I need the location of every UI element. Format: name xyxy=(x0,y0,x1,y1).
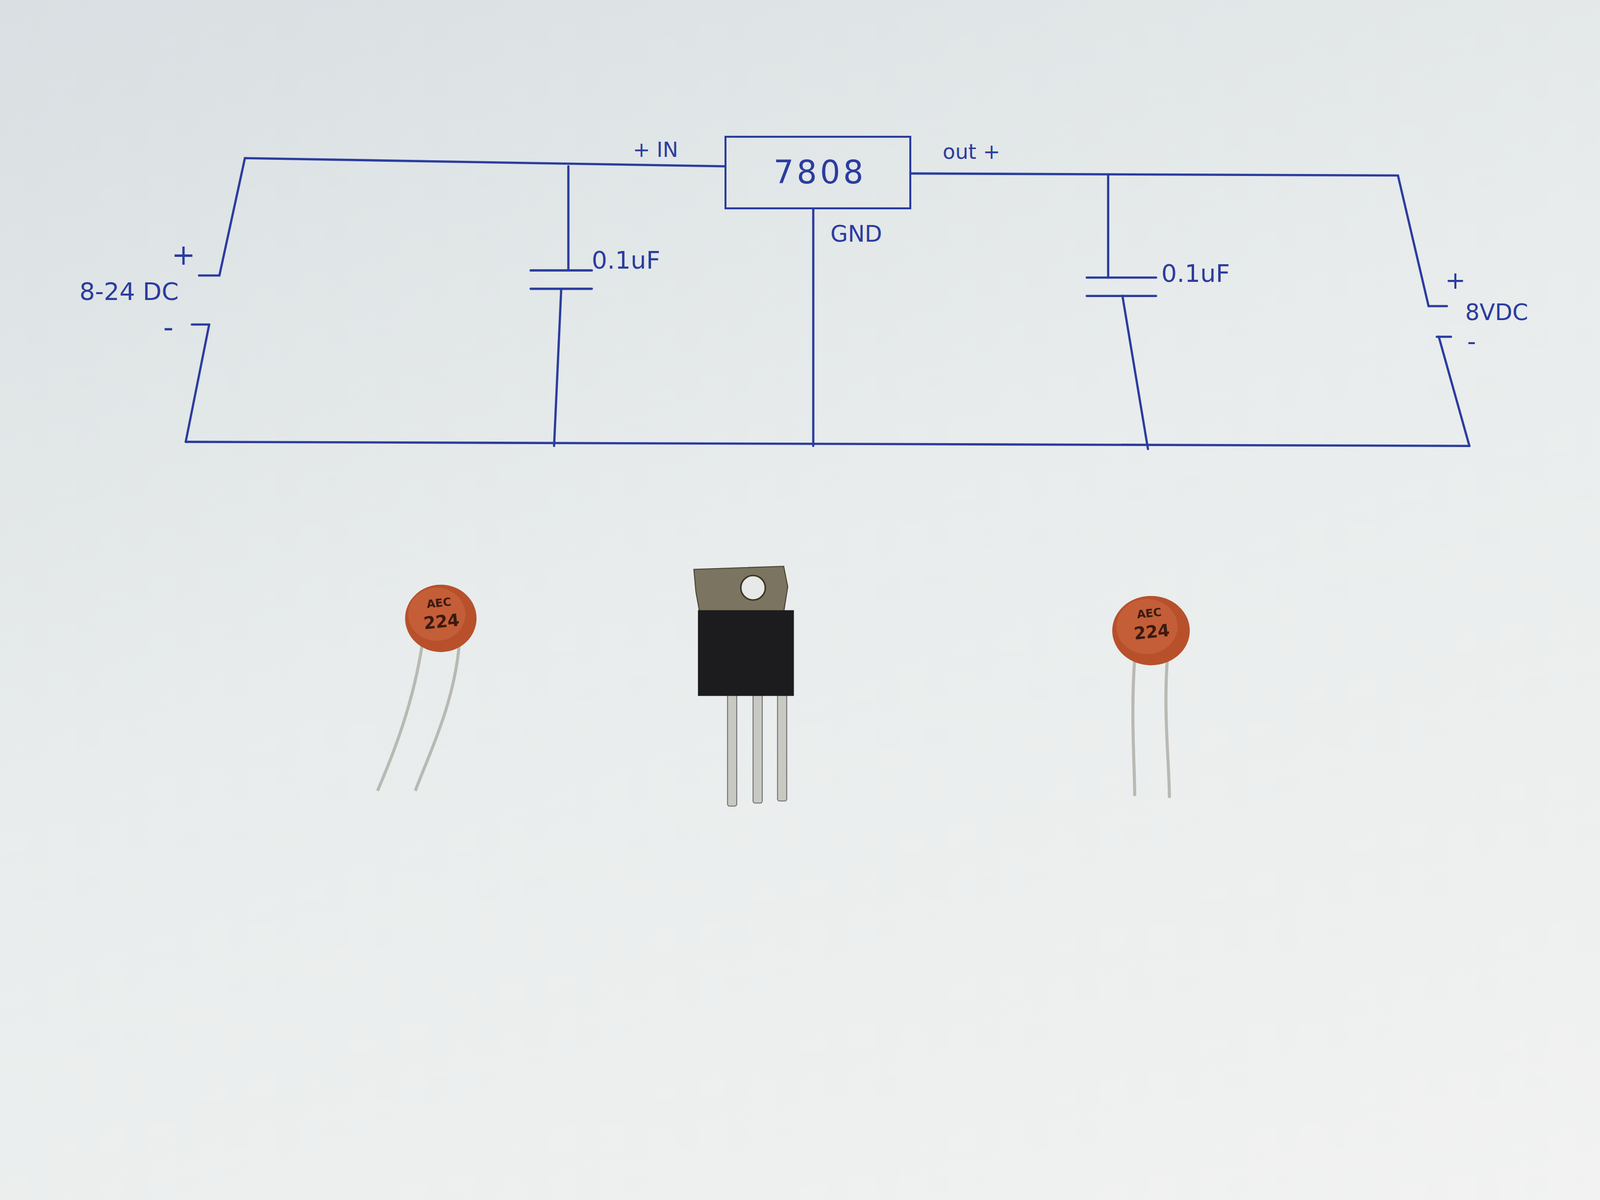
ceramic-capacitor xyxy=(1112,596,1190,799)
part-marking: AEC xyxy=(425,595,452,611)
battery-plate xyxy=(191,323,209,326)
battery-plate xyxy=(199,274,220,277)
polarity-sign: - xyxy=(1467,328,1476,356)
capacitor-value: 0.1uF xyxy=(1161,260,1230,288)
voltage-label: 8-24 DC xyxy=(79,278,179,306)
polarity-sign: - xyxy=(163,312,174,344)
output-wire xyxy=(911,173,1429,307)
cap-wire xyxy=(567,166,570,271)
capacitor-value: 0.1uF xyxy=(591,247,661,275)
voltage-regulator-part xyxy=(694,566,795,806)
cap-wire xyxy=(1106,174,1110,278)
pin-name: out + xyxy=(942,140,1000,164)
regulator-box: 7808 xyxy=(724,135,912,210)
gnd-wire xyxy=(812,209,815,447)
pin-name: GND xyxy=(830,221,882,247)
pin-name: + IN xyxy=(632,138,678,162)
output-ground-wire xyxy=(1438,336,1470,447)
polarity-sign: + xyxy=(1445,267,1466,295)
voltage-label: 8VDC xyxy=(1465,300,1528,325)
cap-plate xyxy=(530,269,592,272)
ground-wire xyxy=(185,441,1470,446)
cap-wire xyxy=(1122,296,1149,450)
cap-wire xyxy=(553,288,562,447)
regulator-name: 7808 xyxy=(773,154,867,191)
schematic-wires xyxy=(185,158,1470,450)
ceramic-capacitor xyxy=(377,584,477,791)
input-ground-wire xyxy=(185,324,210,442)
part-marking: 224 xyxy=(422,610,461,633)
cap-plate xyxy=(1086,276,1157,279)
part-marking: 224 xyxy=(1132,620,1171,644)
battery-plate xyxy=(1428,304,1447,308)
polarity-sign: + xyxy=(171,239,196,272)
input-wire xyxy=(219,158,725,276)
part-marking: AEC xyxy=(1136,605,1163,621)
